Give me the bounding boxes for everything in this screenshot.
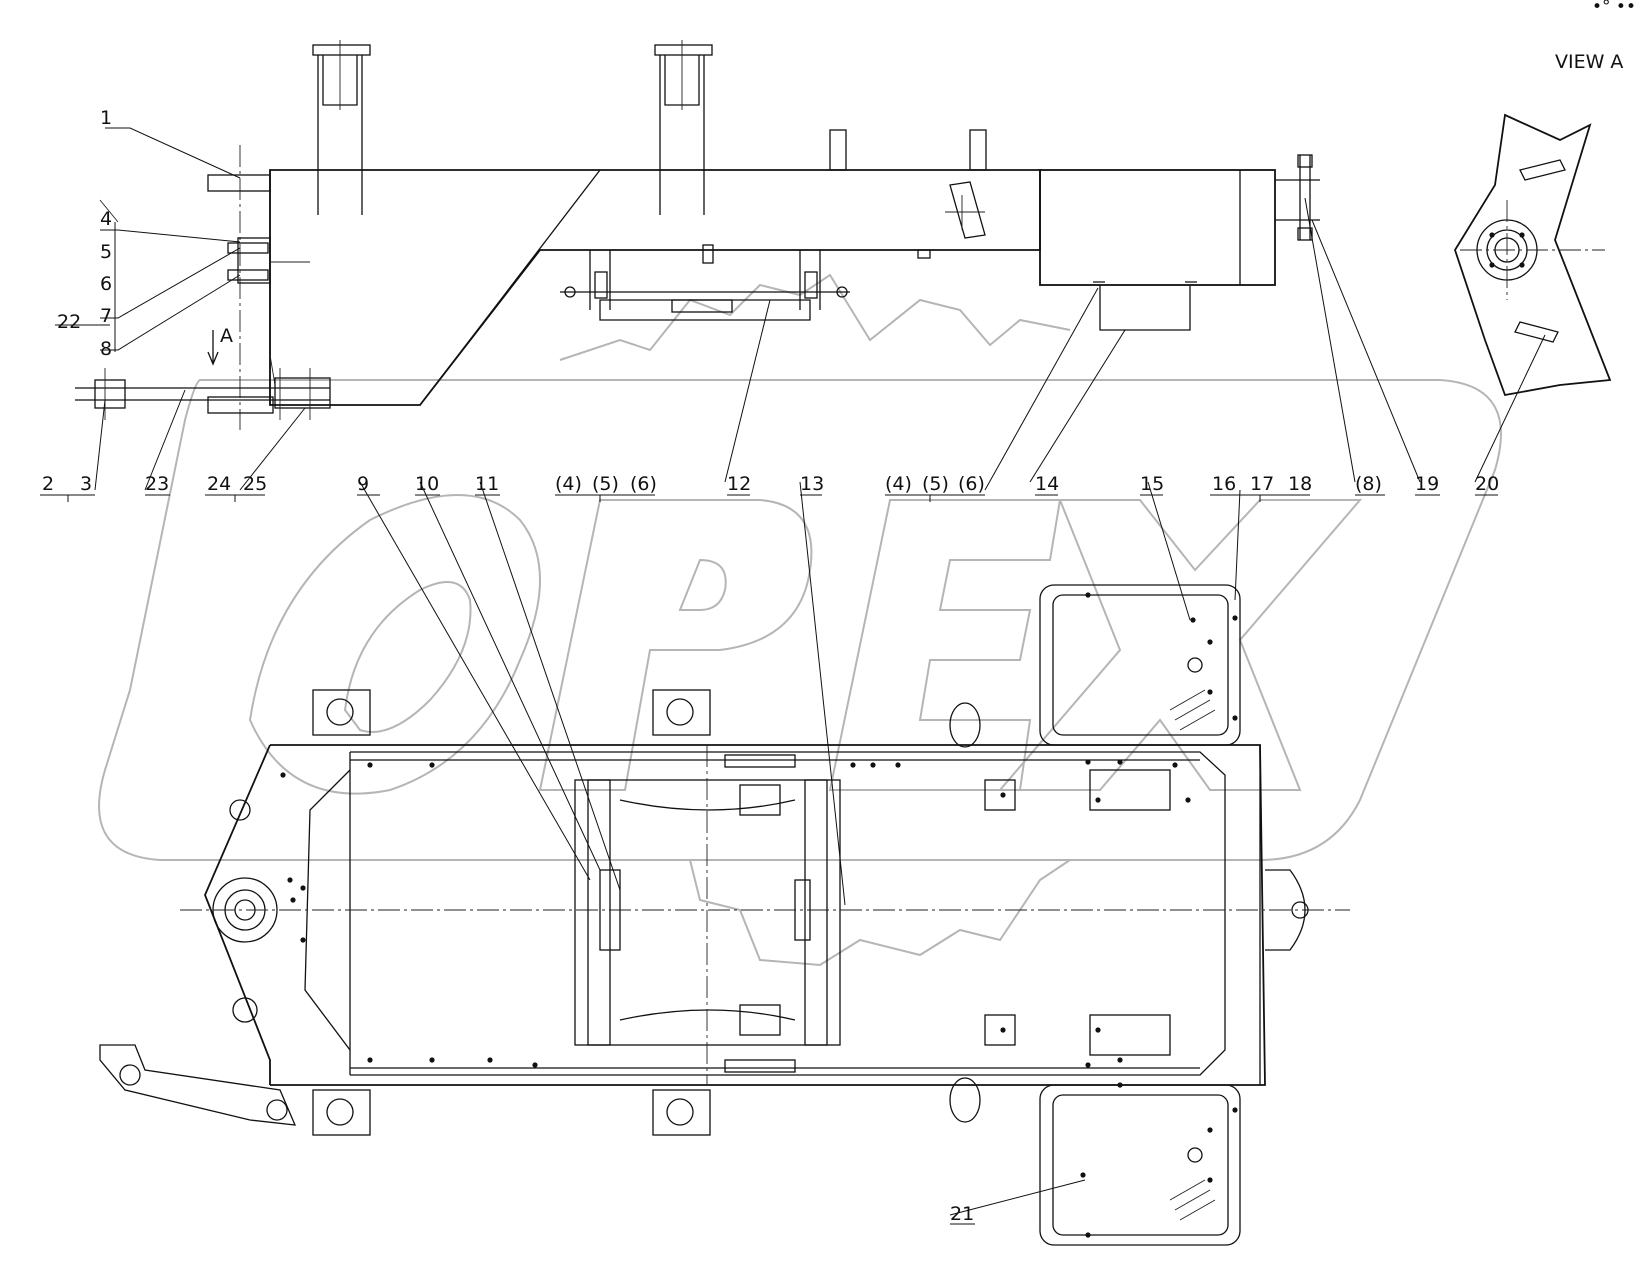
direction-label: A [220, 325, 233, 347]
label-underlines [145, 494, 1498, 1225]
top-corner-marks: •° •• [1592, 0, 1636, 17]
opex-watermark [98, 273, 1502, 967]
part-label-13: 13 [800, 473, 824, 495]
part-ref-5b: (5) [922, 473, 949, 495]
part-label-21: 21 [950, 1203, 974, 1225]
part-ref-4b: (4) [885, 473, 912, 495]
part-label-11: 11 [475, 473, 499, 495]
part-label-8: 8 [100, 338, 112, 360]
part-label-10: 10 [415, 473, 439, 495]
part-label-4: 4 [100, 208, 112, 230]
part-ref-6b: (6) [958, 473, 985, 495]
part-label-20: 20 [1475, 473, 1499, 495]
part-label-5: 5 [100, 241, 112, 263]
part-ref-4a: (4) [555, 473, 582, 495]
part-label-1: 1 [100, 107, 112, 129]
part-label-15: 15 [1140, 473, 1164, 495]
view-a-detail [1454, 113, 1612, 397]
part-label-22: 22 [57, 311, 81, 333]
part-label-14: 14 [1035, 473, 1059, 495]
side-view [75, 40, 1320, 430]
part-ref-5a: (5) [592, 473, 619, 495]
part-label-7: 7 [100, 305, 112, 327]
view-a-title: VIEW A [1555, 51, 1623, 73]
plan-bolts [280, 592, 1238, 1238]
part-label-25: 25 [243, 473, 267, 495]
plan-view [99, 584, 1350, 1246]
part-label-17: 17 [1250, 473, 1274, 495]
part-label-23: 23 [145, 473, 169, 495]
part-label-24: 24 [207, 473, 231, 495]
leader-lines [40, 127, 1546, 1216]
part-ref-8: (8) [1355, 473, 1382, 495]
part-label-12: 12 [727, 473, 751, 495]
part-labels: VIEW A •° •• A 1 4 5 6 22 7 8 2 3 23 24 … [42, 0, 1636, 1225]
part-label-9: 9 [357, 473, 369, 495]
part-label-19: 19 [1415, 473, 1439, 495]
part-ref-6a: (6) [630, 473, 657, 495]
part-label-6: 6 [100, 273, 112, 295]
part-label-3: 3 [80, 473, 92, 495]
part-label-2: 2 [42, 473, 54, 495]
part-label-18: 18 [1288, 473, 1312, 495]
part-label-16: 16 [1212, 473, 1236, 495]
